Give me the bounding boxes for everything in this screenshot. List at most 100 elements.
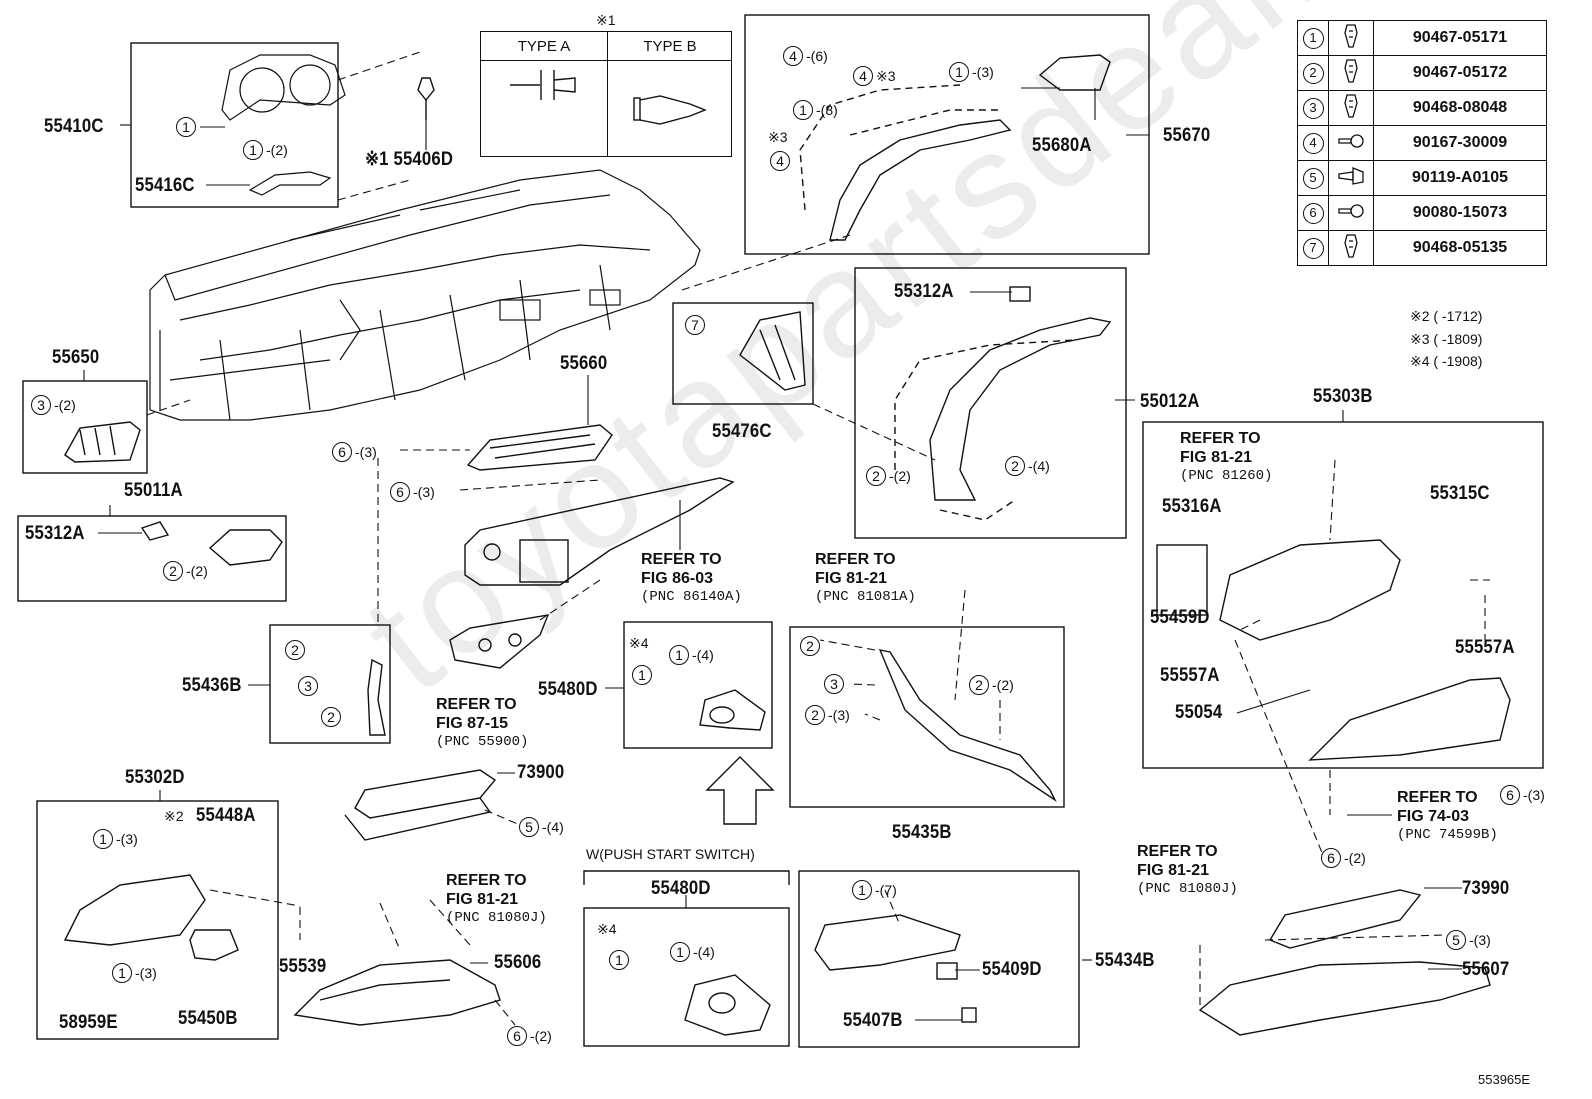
part-55407B[interactable]: 55407B — [843, 1010, 903, 1031]
legend-part-number[interactable]: 90119-A0105 — [1373, 160, 1547, 196]
part-55607[interactable]: 55607 — [1462, 959, 1510, 980]
bracket-55476C-shape — [739, 311, 806, 391]
callout-number: 2 — [969, 675, 989, 695]
callout-number: 3 — [31, 395, 51, 415]
part-55606[interactable]: 55606 — [494, 952, 542, 973]
part-55011A[interactable]: 55011A — [124, 480, 183, 501]
part-55409D[interactable]: 55409D — [982, 959, 1042, 980]
part-55680A[interactable]: 55680A — [1032, 135, 1092, 156]
diagram-code: 553965E — [1478, 1072, 1531, 1087]
box-55012A — [854, 267, 1127, 539]
callout-quantity: -(2) — [186, 563, 208, 579]
part-55312A-a[interactable]: 55312A — [894, 281, 954, 302]
part-55410C[interactable]: 55410C — [44, 116, 104, 137]
part-55650[interactable]: 55650 — [52, 347, 100, 368]
legend-row: 4 90167-30009 — [1297, 125, 1547, 161]
callout-number: 6 — [1321, 848, 1341, 868]
part-55450B[interactable]: 55450B — [178, 1008, 238, 1029]
part-55416C[interactable]: 55416C — [135, 175, 195, 196]
part-55557A-b[interactable]: 55557A — [1455, 637, 1515, 658]
legend-number: 4 — [1302, 132, 1324, 154]
callout-quantity: -(7) — [875, 882, 897, 898]
part-55435B[interactable]: 55435B — [892, 822, 952, 843]
type-box-header — [481, 32, 731, 61]
callout-number: 3 — [824, 674, 844, 694]
box-55011A — [17, 515, 287, 602]
clip-icon — [1342, 93, 1360, 123]
callout-number: 6 — [390, 482, 410, 502]
part-55476C[interactable]: 55476C — [712, 421, 772, 442]
part-55406D[interactable]: ※1 55406D — [365, 149, 454, 170]
callout-number: 2 — [805, 705, 825, 725]
part-55436B[interactable]: 55436B — [182, 675, 242, 696]
type-box-divider — [607, 32, 608, 156]
clip-icon — [1342, 58, 1360, 88]
legend-part-number[interactable]: 90080-15073 — [1373, 195, 1547, 231]
date-note-4: ※4 ( -1908) — [1410, 353, 1483, 369]
up-arrow-shape — [705, 756, 775, 825]
push-start-note: W(PUSH START SWITCH) — [586, 846, 755, 862]
vent-55660-shape — [466, 424, 613, 471]
box-55480D-a — [623, 621, 773, 749]
part-55312A-b[interactable]: 55312A — [25, 523, 85, 544]
callout-number: 7 — [685, 315, 705, 335]
part-55302D[interactable]: 55302D — [125, 767, 185, 788]
legend-row: 3 90468-08048 — [1297, 90, 1547, 126]
legend-number: 6 — [1302, 202, 1324, 224]
part-55557A-a[interactable]: 55557A — [1160, 665, 1220, 686]
part-55303B[interactable]: 55303B — [1313, 386, 1373, 407]
callout-number: 4 — [853, 66, 873, 86]
legend-part-number[interactable]: 90468-05135 — [1373, 230, 1547, 266]
part-58959E[interactable]: 58959E — [59, 1012, 118, 1033]
part-55480D-b[interactable]: 55480D — [651, 878, 711, 899]
part-55480D-a[interactable]: 55480D — [538, 679, 598, 700]
box-55650 — [22, 380, 148, 474]
part-73990[interactable]: 73990 — [1462, 878, 1510, 899]
legend-number: 3 — [1302, 97, 1324, 119]
panel-55012A-shape — [894, 286, 1112, 521]
callout-quantity: -(4) — [693, 944, 715, 960]
part-55434B[interactable]: 55434B — [1095, 950, 1155, 971]
clip-icon — [1342, 233, 1360, 263]
legend-part-number[interactable]: 90467-05172 — [1373, 55, 1547, 91]
bolt-icon — [1337, 166, 1365, 192]
part-55315C[interactable]: 55315C — [1430, 483, 1490, 504]
part-55670[interactable]: 55670 — [1163, 125, 1211, 146]
callout-number: 4 — [783, 46, 803, 66]
callout-quantity: -(2) — [530, 1028, 552, 1044]
legend-part-number[interactable]: 90468-08048 — [1373, 90, 1547, 126]
callout-quantity: -(6) — [806, 48, 828, 64]
part-55054[interactable]: 55054 — [1175, 702, 1223, 723]
part-55660[interactable]: 55660 — [560, 353, 608, 374]
type-box: TYPE A TYPE B — [480, 31, 732, 157]
part-55012A[interactable]: 55012A — [1140, 391, 1200, 412]
part-55316A[interactable]: 55316A — [1162, 496, 1222, 517]
legend-part-number[interactable]: 90167-30009 — [1373, 125, 1547, 161]
part-55448A[interactable]: 55448A — [196, 805, 256, 826]
legend-part-number[interactable]: 90467-05171 — [1373, 20, 1547, 56]
callout-number: 1 — [670, 942, 690, 962]
mark-3: ※3 — [768, 129, 788, 145]
callout-number: 1 — [176, 117, 196, 137]
callout-quantity: -(2) — [54, 397, 76, 413]
airbag-73900-shape — [344, 769, 497, 841]
screw-icon — [1337, 133, 1365, 156]
part-73900[interactable]: 73900 — [517, 762, 565, 783]
lower-panel-55302D-shape — [63, 874, 239, 961]
legend-number: 5 — [1302, 167, 1324, 189]
callout-quantity: -(2) — [1344, 850, 1366, 866]
part-55539[interactable]: 55539 — [279, 956, 327, 977]
part-55459D[interactable]: 55459D — [1150, 607, 1210, 628]
callout-number: 6 — [1500, 785, 1520, 805]
type-b-label: TYPE B — [643, 38, 697, 55]
